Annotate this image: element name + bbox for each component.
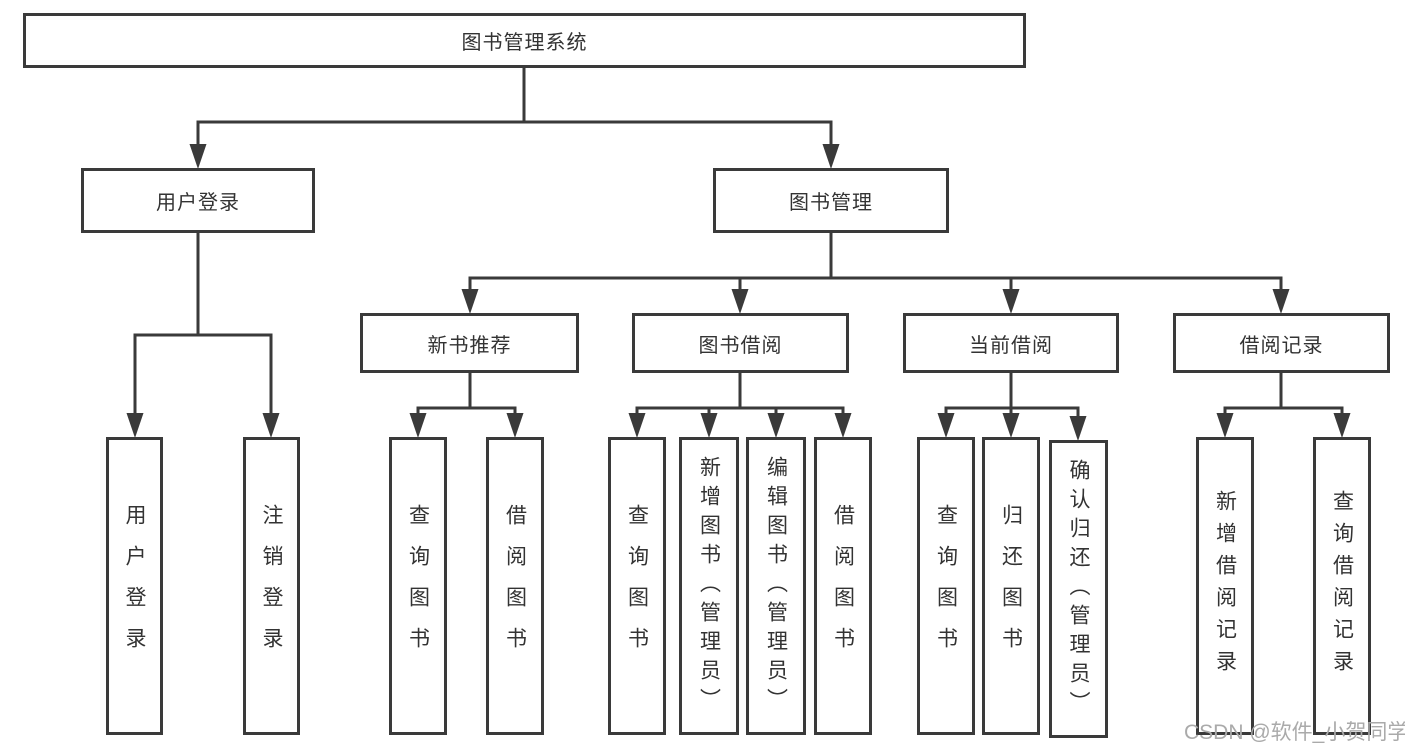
node-new-book-recommend: 新书推荐 xyxy=(360,313,579,373)
node-label: 确认归还（管理员） xyxy=(1067,458,1090,720)
node-label: 查询图书 xyxy=(625,504,649,668)
node-borrow-records: 借阅记录 xyxy=(1173,313,1390,373)
node-label: 查询图书 xyxy=(934,504,958,668)
node-user-login: 用户登录 xyxy=(81,168,315,233)
leaf-add-book-admin: 新增图书（管理员） xyxy=(679,437,739,735)
node-book-borrow: 图书借阅 xyxy=(632,313,849,373)
leaf-logout: 注销登录 xyxy=(243,437,300,735)
leaf-edit-book-admin: 编辑图书（管理员） xyxy=(746,437,806,735)
node-label: 新增图书（管理员） xyxy=(697,455,721,717)
leaf-confirm-return-admin: 确认归还（管理员） xyxy=(1049,440,1108,738)
leaf-query-borrow-record: 查询借阅记录 xyxy=(1313,437,1371,735)
node-label: 用户登录 xyxy=(156,192,240,214)
node-label: 查询图书 xyxy=(406,504,430,668)
leaf-return-books: 归还图书 xyxy=(982,437,1040,735)
node-current-borrow: 当前借阅 xyxy=(903,313,1119,373)
node-label: 用户登录 xyxy=(123,504,146,668)
node-label: 新增借阅记录 xyxy=(1213,490,1237,682)
node-label: 当前借阅 xyxy=(969,334,1053,357)
node-label: 借阅记录 xyxy=(1239,334,1324,357)
node-label: 归还图书 xyxy=(999,504,1023,668)
node-book-management: 图书管理 xyxy=(713,168,949,233)
node-label: 图书管理 xyxy=(789,192,873,214)
arrowheads xyxy=(126,144,1351,441)
node-label: 图书借阅 xyxy=(698,334,783,357)
leaf-borrow-books-recommend: 借阅图书 xyxy=(486,437,544,735)
node-label: 借阅图书 xyxy=(503,504,527,668)
leaf-query-books-borrow: 查询图书 xyxy=(608,437,666,735)
node-label: 编辑图书（管理员） xyxy=(764,455,788,717)
node-label: 图书管理系统 xyxy=(461,32,588,54)
node-label: 查询借阅记录 xyxy=(1330,490,1354,682)
node-label: 借阅图书 xyxy=(831,504,855,668)
node-label: 注销登录 xyxy=(260,504,283,668)
leaf-add-borrow-record: 新增借阅记录 xyxy=(1196,437,1254,735)
leaf-query-books-current: 查询图书 xyxy=(917,437,975,735)
leaf-query-books-recommend: 查询图书 xyxy=(389,437,447,735)
node-book-management-system: 图书管理系统 xyxy=(23,13,1026,68)
node-label: 新书推荐 xyxy=(427,334,512,357)
leaf-borrow-books: 借阅图书 xyxy=(814,437,872,735)
leaf-user-login: 用户登录 xyxy=(106,437,163,735)
watermark: CSDN @软件_小贺同学 xyxy=(1184,721,1405,744)
